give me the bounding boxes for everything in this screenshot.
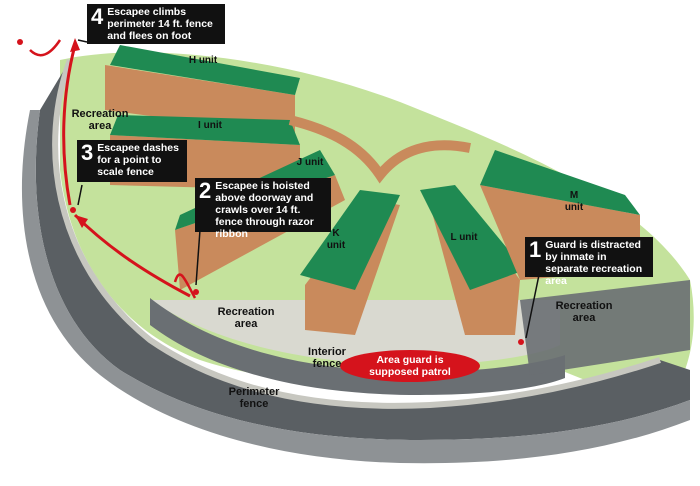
guard-patrol-label: Area guard is supposed patrol xyxy=(369,354,451,378)
i-unit-roof xyxy=(110,115,300,145)
callout-step-3: 3 Escapee dashes for a point to scale fe… xyxy=(77,140,187,182)
step-1-text: Guard is distracted by inmate in separat… xyxy=(545,239,643,287)
escapee-figure-start xyxy=(193,289,199,295)
escapee-figure-fleeing xyxy=(17,39,23,45)
escapee-figure-mid xyxy=(70,207,76,213)
m-unit-roof xyxy=(480,150,640,215)
callout-4-pointer xyxy=(77,39,88,43)
h-unit-label: H unit xyxy=(188,55,218,66)
k-unit-label: K unit xyxy=(326,228,346,251)
recreation-area-center-label: Recreation area xyxy=(217,306,275,330)
guard-patrol-ellipse xyxy=(340,350,480,382)
m-unit-label: M unit xyxy=(564,190,584,213)
recreation-area-left-label: Recreation area xyxy=(71,108,129,132)
j-unit-label: J unit xyxy=(296,157,324,168)
hub-connector xyxy=(288,115,471,184)
perimeter-base-shadow xyxy=(21,110,690,464)
callout-2-pointer xyxy=(195,229,201,286)
escape-route-flee xyxy=(29,39,62,57)
l-unit-roof xyxy=(420,185,525,290)
step-1-number: 1 xyxy=(529,237,542,262)
perimeter-fence-label: Perimeter fence xyxy=(228,386,280,410)
step-3-text: Escapee dashes for a point to scale fenc… xyxy=(97,142,179,178)
escape-route-arrowhead xyxy=(75,215,88,228)
callout-step-4: 4 Escapee climbs perimeter 14 ft. fence … xyxy=(87,4,225,44)
perimeter-top-walkway xyxy=(52,58,661,409)
step-4-text: Escapee climbs perimeter 14 ft. fence an… xyxy=(107,6,213,42)
escape-route-dash xyxy=(73,213,191,298)
callout-1-pointer xyxy=(525,269,541,339)
interior-fence-wall xyxy=(150,298,565,395)
escape-route xyxy=(173,273,197,299)
interior-fence-label: Interior fence xyxy=(308,346,346,370)
step-3-number: 3 xyxy=(81,140,94,165)
step-2-number: 2 xyxy=(199,178,212,203)
k-unit-roof xyxy=(300,190,400,290)
callout-step-1: 1 Guard is distracted by inmate in separ… xyxy=(525,237,653,287)
h-unit-wall xyxy=(105,65,295,135)
right-recreation-fence xyxy=(520,280,690,375)
callout-3-pointer xyxy=(77,184,83,206)
h-unit-roof xyxy=(110,45,300,95)
escape-route-climb xyxy=(62,44,77,206)
l-unit-label: L unit xyxy=(450,232,478,243)
guard-figure xyxy=(518,339,524,345)
recreation-area-right-label: Recreation area xyxy=(555,300,613,324)
i-unit-label: I unit xyxy=(198,120,222,131)
step-4-number: 4 xyxy=(91,4,104,29)
perimeter-fence-wall xyxy=(35,60,690,440)
callout-step-2: 2 Escapee is hoisted above doorway and c… xyxy=(195,178,331,240)
step-2-text: Escapee is hoisted above doorway and cra… xyxy=(215,180,314,240)
escape-route-arrowhead-2 xyxy=(70,38,80,52)
